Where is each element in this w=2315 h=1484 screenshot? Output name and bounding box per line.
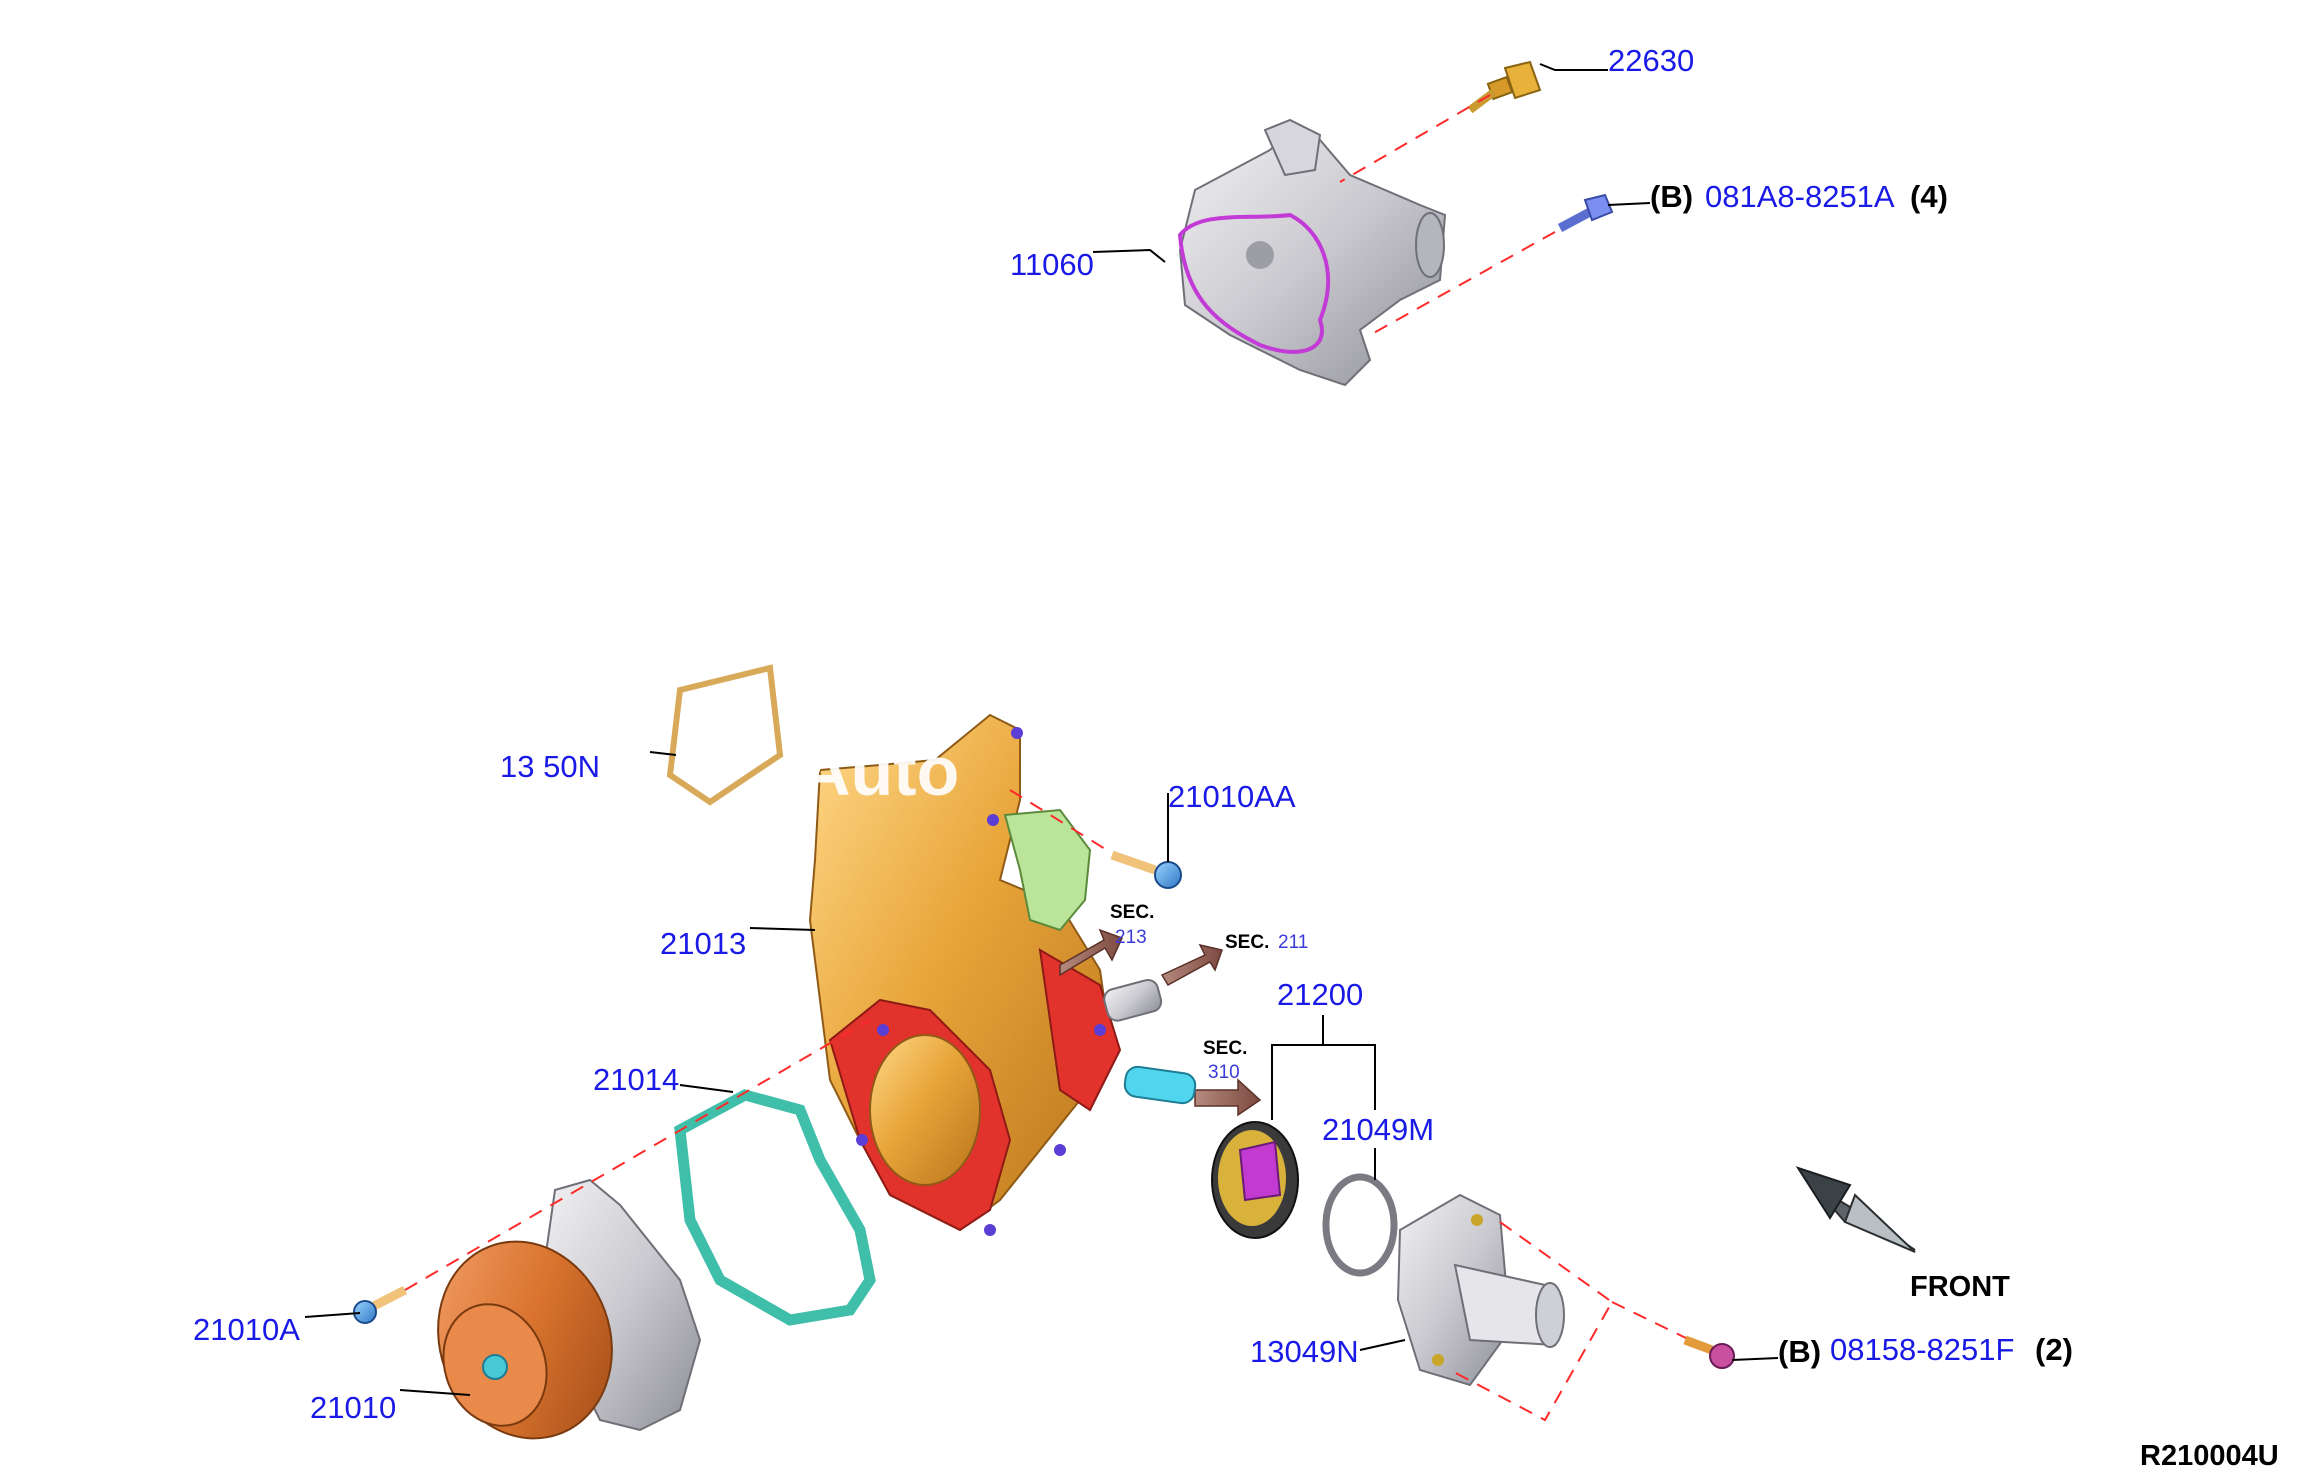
leader-13050n-line [649, 751, 677, 756]
bolt-b2-qty: (2) [2035, 1332, 2073, 1367]
label-21010[interactable]: 21010 [310, 1390, 396, 1425]
leader-21200-bracket [1271, 1044, 1376, 1120]
bolt-08158-icon [1683, 1335, 1735, 1369]
o-ring-21049m-icon [1322, 1173, 1398, 1277]
label-21200[interactable]: 21200 [1277, 977, 1363, 1012]
sec-211-number[interactable]: 211 [1278, 932, 1308, 953]
sensor-22630-icon [1467, 60, 1542, 114]
leader-21010-line [399, 1389, 471, 1396]
leader-bolt-b1-line [1607, 202, 1651, 206]
water-outlet-housing-11060-icon [1177, 118, 1447, 387]
reference-code: R210004U [2140, 1440, 2279, 1472]
sec-310-arrow-icon [1194, 1078, 1262, 1117]
sec-213-number[interactable]: 213 [1115, 927, 1147, 948]
leader-13049n-line [1359, 1339, 1406, 1351]
sec-310-label: SEC. [1203, 1038, 1247, 1059]
leader-22630-line [1539, 63, 1608, 71]
label-bolt-b2-part[interactable]: 08158-8251F [1830, 1332, 2014, 1367]
label-22630[interactable]: 22630 [1608, 43, 1694, 78]
leader-21014-line [679, 1084, 734, 1093]
bolt-b1-qty: (4) [1910, 179, 1948, 214]
front-arrow-icon [1795, 1166, 1916, 1253]
bolt-21010aa-icon [1110, 850, 1182, 889]
leader-21013-line [749, 927, 816, 931]
leader-11060-line [1092, 248, 1166, 263]
sec-211-label: SEC. [1225, 932, 1269, 953]
bolt-21010a-icon [353, 1285, 408, 1324]
leader-21010a-line [304, 1312, 361, 1318]
label-13050n[interactable]: 13 50N [500, 749, 600, 784]
gasket-13050n-icon [666, 664, 784, 806]
label-21010aa[interactable]: 21010AA [1168, 779, 1296, 814]
label-bolt-b1-part[interactable]: 081A8-8251A [1705, 179, 1895, 214]
leader-21010aa-dash [1009, 789, 1111, 853]
label-21014[interactable]: 21014 [593, 1062, 679, 1097]
leader-bolt-b2-line [1731, 1357, 1779, 1361]
water-inlet-13049n-icon [1396, 1193, 1565, 1387]
sec-213-label: SEC. [1110, 902, 1154, 923]
thermostat-21200-icon [1211, 1121, 1299, 1239]
water-pump-21010-icon [437, 1178, 702, 1440]
leader-21010a-dash [404, 1019, 871, 1291]
gasket-21014-icon [674, 1089, 876, 1326]
leader-inlet-box-dash [1449, 1221, 1614, 1422]
sec-213-arrow-icon [1059, 928, 1124, 977]
bolt-081a8-icon [1557, 193, 1614, 232]
bolt-b2-prefix: (B) [1778, 1334, 1821, 1369]
leader-bolt-b2-dash [1611, 1301, 1691, 1341]
label-21013[interactable]: 21013 [660, 926, 746, 961]
sec-211-arrow-icon [1160, 943, 1223, 987]
label-21010a[interactable]: 21010A [193, 1312, 300, 1347]
bolt-b1-prefix: (B) [1650, 179, 1693, 214]
pipe-silver-icon [1103, 978, 1163, 1022]
label-13049n[interactable]: 13049N [1250, 1334, 1359, 1369]
label-11060[interactable]: 11060 [1010, 247, 1094, 282]
leader-bolt-b1-dash [1369, 231, 1556, 336]
watermark-text: Auto [800, 732, 959, 810]
sec-310-number[interactable]: 310 [1208, 1062, 1240, 1083]
water-pump-housing-21013-icon [808, 713, 1122, 1236]
bracket-green-icon [1003, 808, 1092, 932]
front-label: FRONT [1910, 1271, 2010, 1303]
pipe-cyan-icon [1123, 1065, 1197, 1105]
leader-22630-dash [1339, 94, 1491, 183]
label-21049m[interactable]: 21049M [1322, 1112, 1434, 1147]
